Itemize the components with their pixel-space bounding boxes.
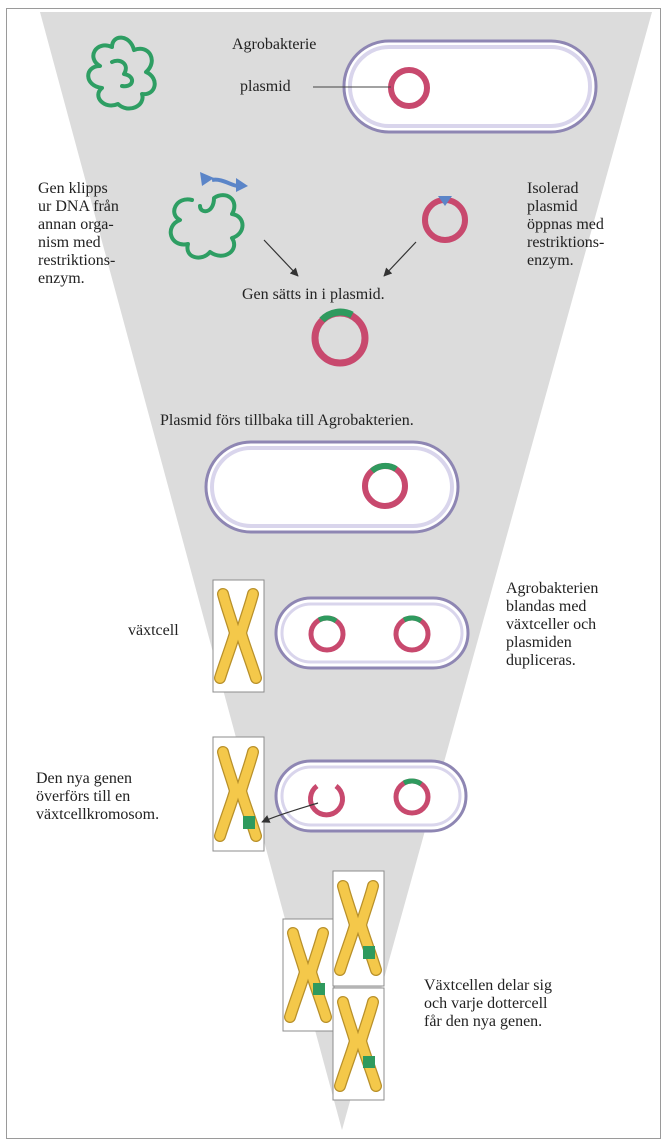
transferred-gene-band — [243, 816, 255, 829]
cell-divides-caption: Växtcellen delar sig och varje dottercel… — [424, 977, 552, 1031]
plasmid-opened-caption: Isolerad plasmid öppnas med restriktions… — [527, 180, 604, 270]
daughter-gene-band-3 — [363, 1056, 375, 1068]
agrobacterium-transferring — [276, 761, 466, 831]
plasmid-label: plasmid — [240, 78, 291, 96]
gene-transferred-caption: Den nya genen överförs till en växtcellk… — [36, 770, 159, 824]
plant-cell-label: växtcell — [128, 622, 179, 640]
daughter-gene-band-2 — [363, 946, 375, 959]
gene-inserted-caption: Gen sätts in i plasmid. — [242, 286, 385, 304]
gene-cut-caption: Gen klipps ur DNA från annan orga- nism … — [38, 180, 119, 288]
agrobacterium-label: Agrobakterie — [232, 36, 316, 54]
daughter-gene-band-1 — [313, 983, 325, 995]
agrobacterium-duplicating — [276, 598, 468, 668]
mixed-duplicated-caption: Agrobakterien blandas med växtceller och… — [506, 580, 598, 670]
agrobacterium-with-recombinant-plasmid — [206, 442, 458, 532]
plasmid-returned-caption: Plasmid förs tillbaka till Agrobakterien… — [160, 412, 414, 430]
